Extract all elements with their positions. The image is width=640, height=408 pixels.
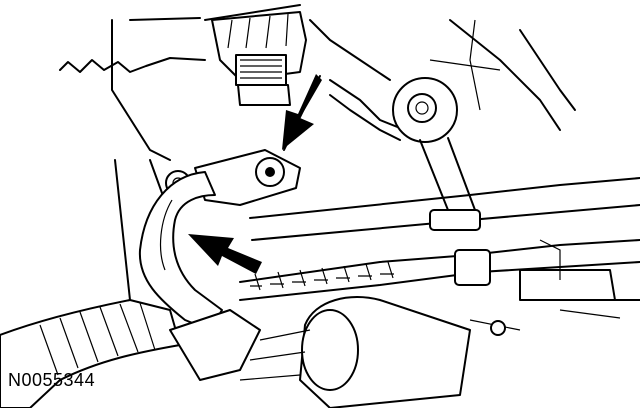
mount-bracket (329, 77, 476, 216)
wire-harness (0, 299, 261, 408)
arrow-to-hose (188, 234, 262, 274)
hose-clip (194, 149, 301, 206)
upper-housing (59, 4, 576, 161)
hose (138, 171, 223, 331)
connector-block (211, 11, 307, 106)
arrow-to-bolt (282, 74, 322, 151)
lower-rail (239, 177, 640, 336)
cylinder (239, 296, 471, 408)
figure-id-label: N0055344 (8, 370, 96, 390)
